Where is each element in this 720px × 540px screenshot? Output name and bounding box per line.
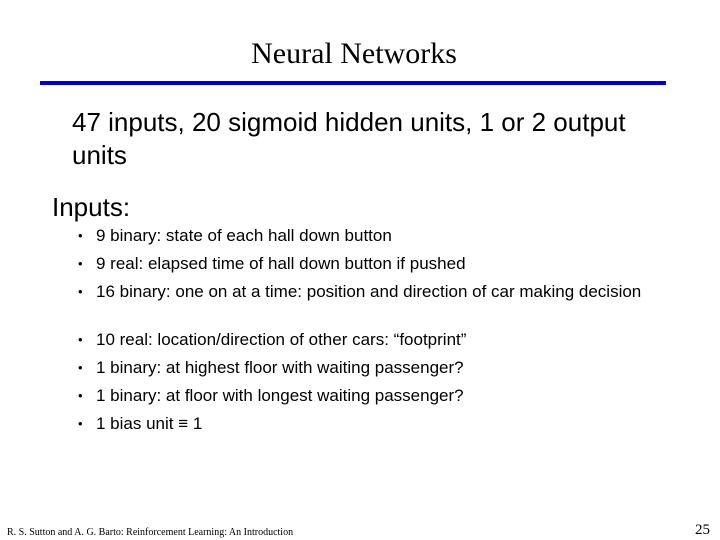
bullet-icon: • [78,416,83,431]
bullet-icon: • [78,228,83,243]
lead-text: 47 inputs, 20 sigmoid hidden units, 1 or… [72,107,626,170]
list-item: • 9 real: elapsed time of hall down butt… [78,254,678,273]
bullet-icon: • [78,284,83,299]
inputs-heading: Inputs: [52,192,131,222]
list-item: • 10 real: location/direction of other c… [78,330,678,349]
list-item-text: 9 real: elapsed time of hall down button… [96,254,466,273]
list-item: • 1 binary: at highest floor with waitin… [78,358,678,377]
list-item-text: 1 binary: at highest floor with waiting … [96,358,464,377]
list-item: • 1 bias unit ≡ 1 [78,414,678,433]
list-item: • 9 binary: state of each hall down butt… [78,226,678,245]
bullet-icon: • [78,388,83,403]
bullet-icon: • [78,360,83,375]
list-item-text: 9 binary: state of each hall down button [96,226,392,245]
list-item-text: 1 binary: at floor with longest waiting … [96,386,464,405]
title-underline [40,81,666,85]
bullet-icon: • [78,332,83,347]
list-item-text: 1 bias unit ≡ 1 [96,414,203,433]
footer-citation: R. S. Sutton and A. G. Barto: Reinforcem… [7,527,294,538]
list-item: • 1 binary: at floor with longest waitin… [78,386,678,405]
page-number: 25 [695,522,710,538]
slide-title: Neural Networks [251,37,457,70]
list-item: • 16 binary: one on at a time: position … [78,282,678,301]
list-item-text: 10 real: location/direction of other car… [96,330,467,349]
list-item-text: 16 binary: one on at a time: position an… [96,282,642,301]
bullet-icon: • [78,256,83,271]
